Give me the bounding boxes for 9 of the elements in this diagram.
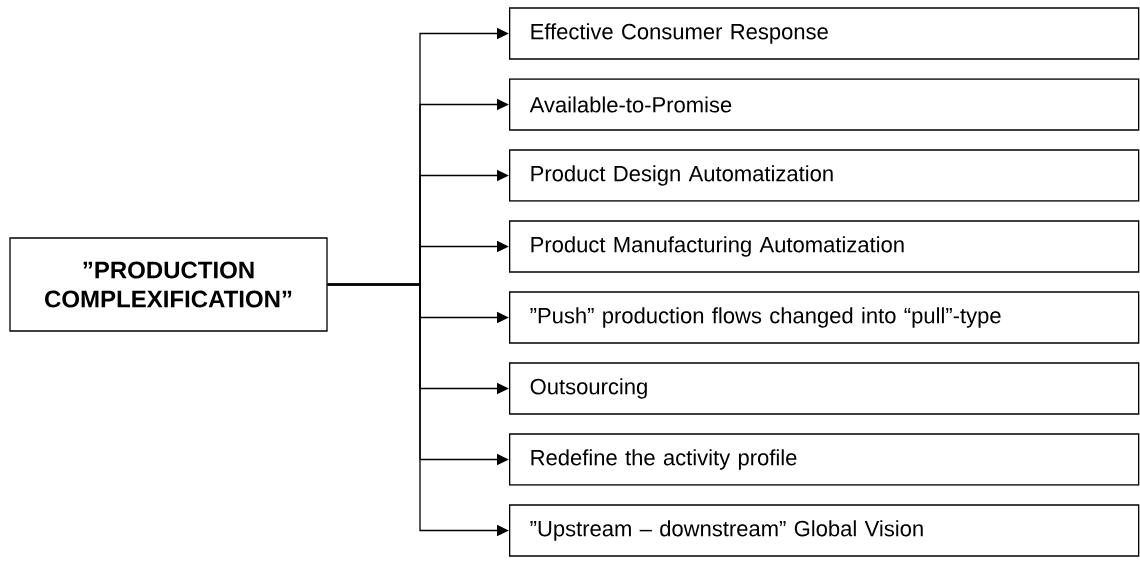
item-box: Available-to-Promise: [509, 78, 1140, 131]
item-box: Redefine the activity profile: [509, 433, 1140, 486]
item-box: Product Design Automatization: [509, 149, 1140, 202]
item-box: Effective Consumer Response: [509, 7, 1140, 60]
item-box: ”Push” production flows changed into “pull”-type: [509, 291, 1140, 344]
process-box: ”PRODUCTION COMPLEXIFICATION”: [9, 237, 328, 332]
item-box: ”Upstream – downstream” Global Vision: [509, 504, 1140, 557]
item-box: Outsourcing: [509, 362, 1140, 415]
item-box: Product Manufacturing Automatization: [509, 220, 1140, 273]
